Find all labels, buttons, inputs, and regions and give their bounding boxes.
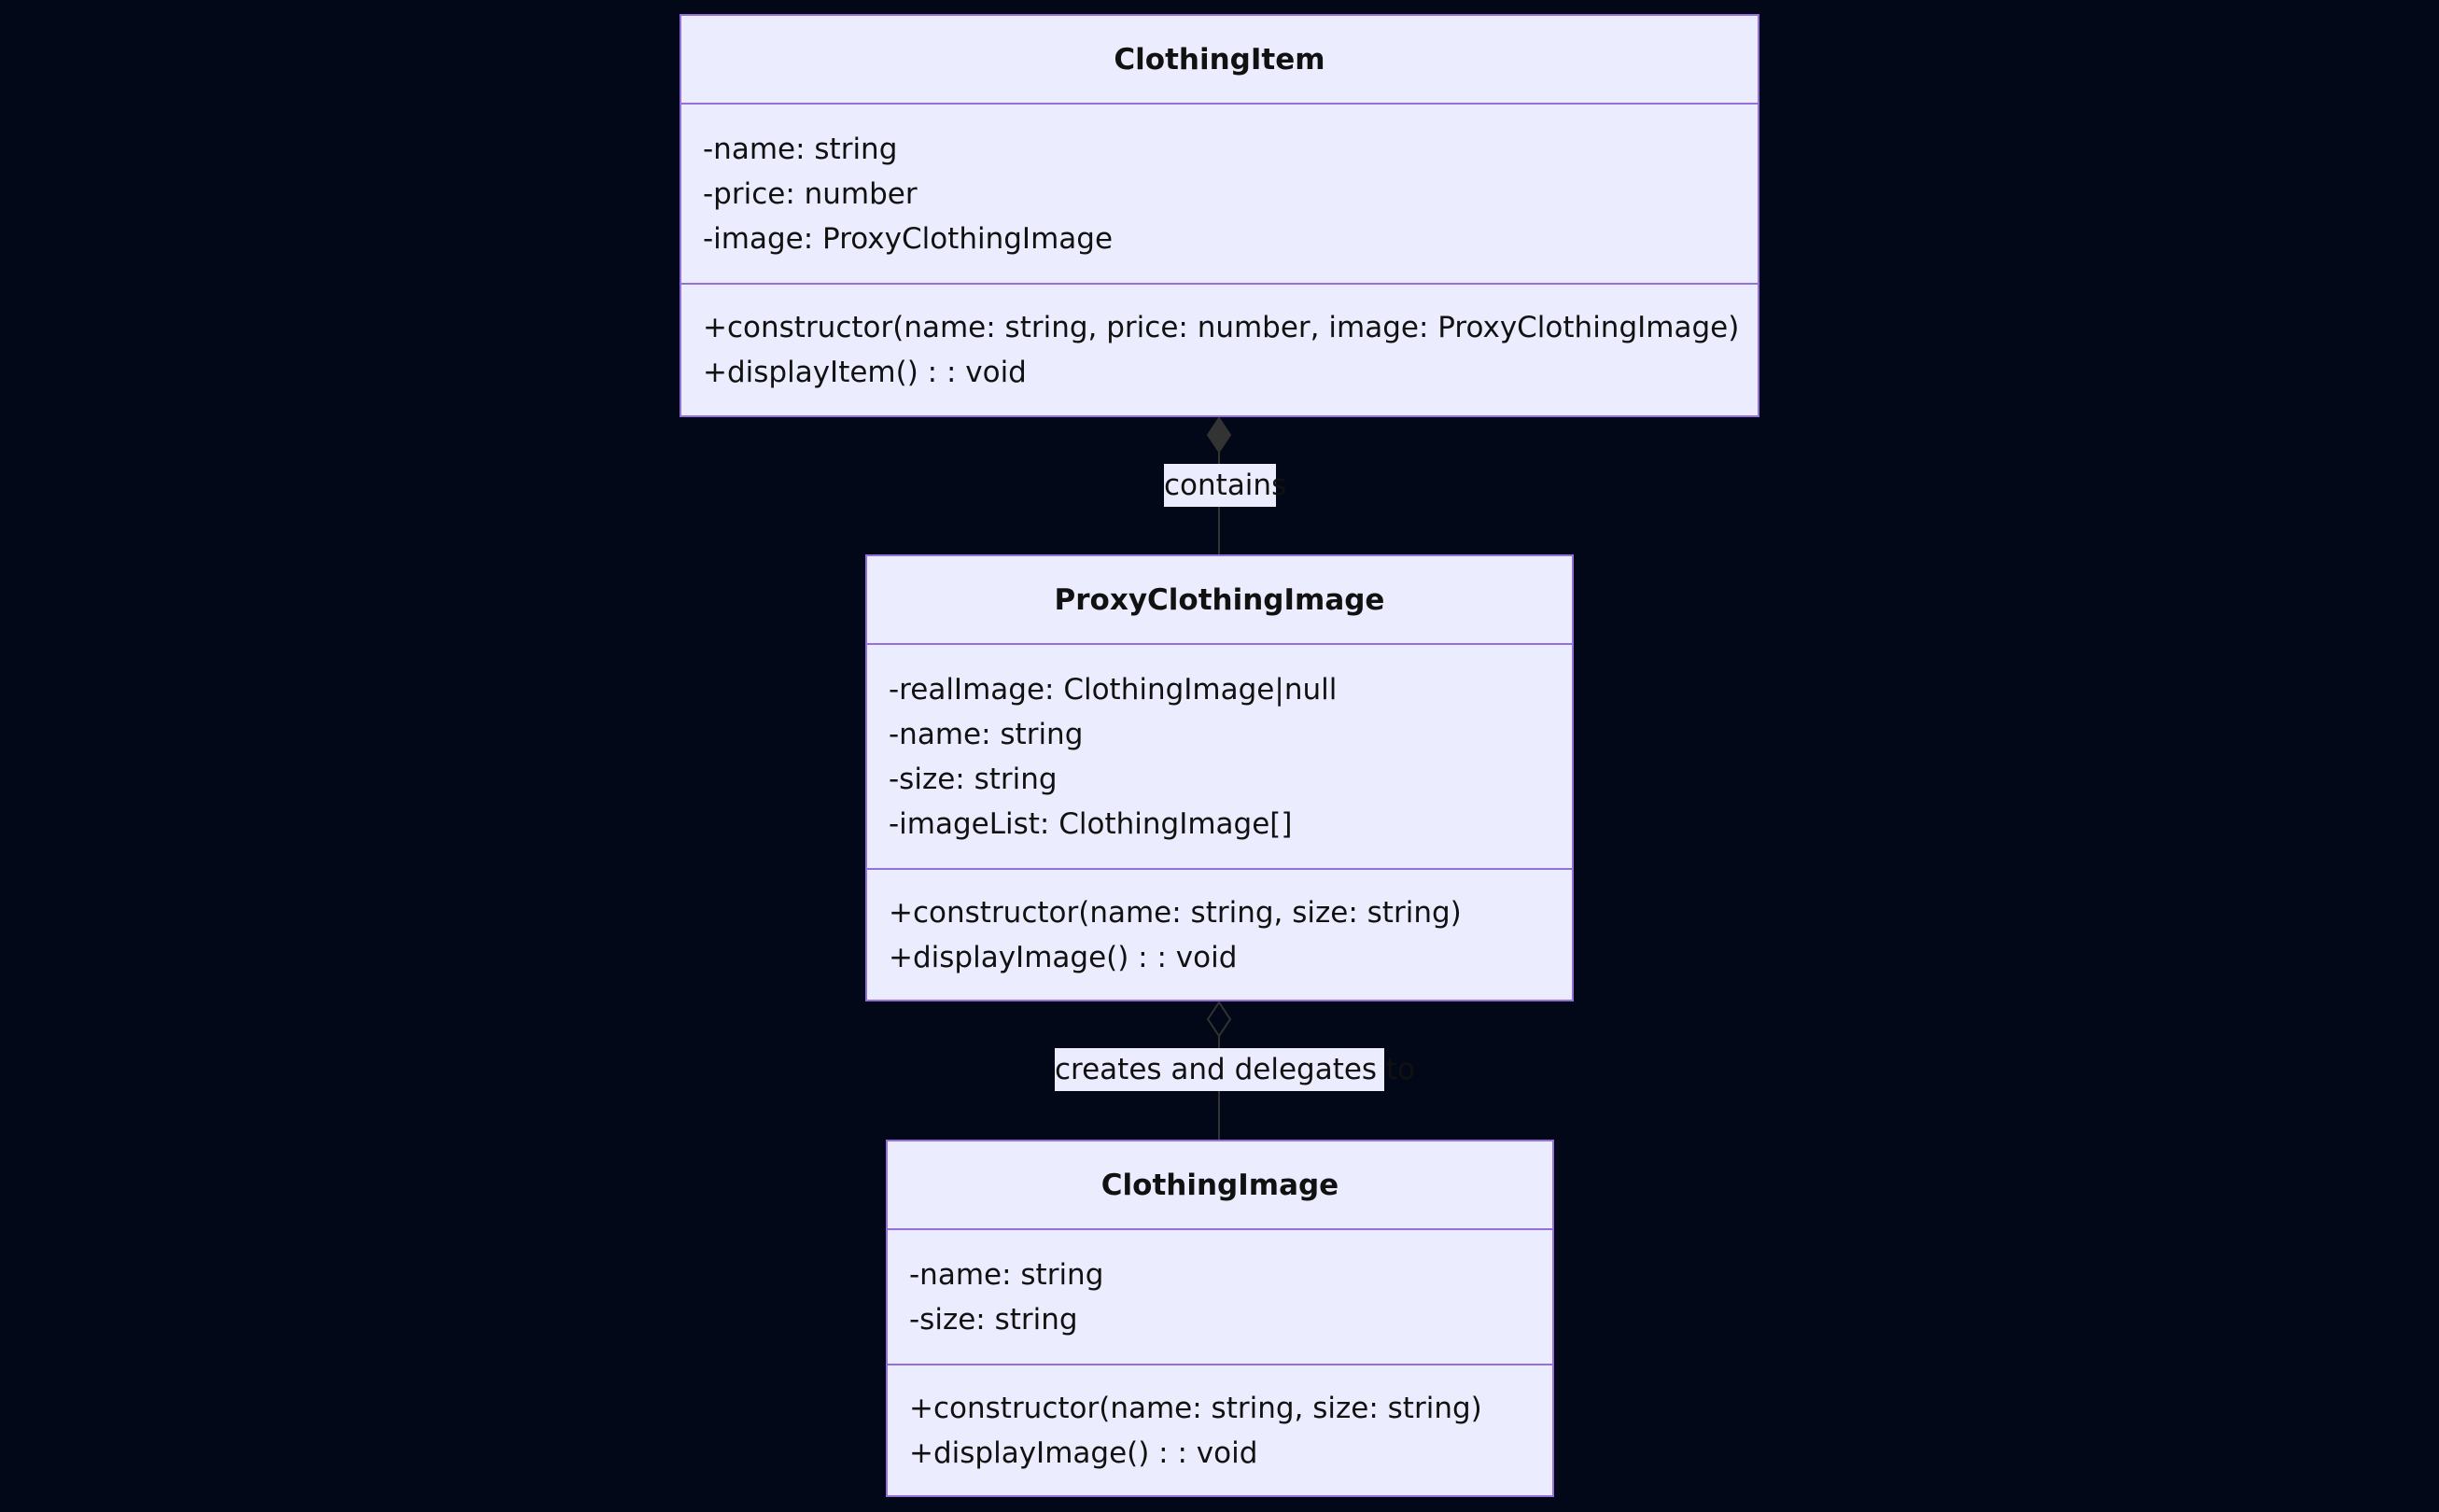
attribute-row: -name: string <box>889 717 1084 751</box>
relation-label-contains: contains <box>1164 464 1286 507</box>
attribute-row: -name: string <box>703 132 898 166</box>
method-row: +displayItem() : : void <box>703 356 1027 389</box>
attribute-row: -imageList: ClothingImage[] <box>889 806 1293 841</box>
attributes-section: -name: string -size: string <box>888 1230 1552 1364</box>
class-clothing-image[interactable]: ClothingImage -name: string -size: strin… <box>886 1140 1554 1497</box>
class-name: ProxyClothingImage <box>867 556 1572 645</box>
methods-section: +constructor(name: string, size: string)… <box>867 868 1572 1000</box>
attributes-section: -realImage: ClothingImage|null -name: st… <box>867 645 1572 868</box>
aggregation-diamond <box>1206 1001 1232 1038</box>
class-name: ClothingImage <box>888 1141 1552 1230</box>
attribute-row: -price: number <box>703 176 918 211</box>
methods-section: +constructor(name: string, size: string)… <box>888 1364 1552 1495</box>
attribute-row: -name: string <box>909 1257 1104 1292</box>
class-proxy-clothing-image[interactable]: ProxyClothingImage -realImage: ClothingI… <box>865 554 1574 1001</box>
method-row: +constructor(name: string, price: number… <box>703 311 1740 344</box>
composition-diamond <box>1206 416 1232 454</box>
attribute-row: -size: string <box>909 1302 1078 1337</box>
method-row: +displayImage() : : void <box>909 1435 1258 1470</box>
method-row: +constructor(name: string, size: string) <box>909 1391 1482 1425</box>
methods-section: +constructor(name: string, price: number… <box>681 283 1758 415</box>
attribute-row: -realImage: ClothingImage|null <box>889 672 1338 707</box>
attribute-row: -size: string <box>889 762 1058 796</box>
class-name: ClothingItem <box>681 16 1758 105</box>
method-row: +constructor(name: string, size: string) <box>889 895 1462 930</box>
class-clothing-item[interactable]: ClothingItem -name: string -price: numbe… <box>680 14 1759 417</box>
relation-label-creates-and-delegates-to: creates and delegates to <box>1055 1048 1415 1091</box>
attributes-section: -name: string -price: number -image: Pro… <box>681 105 1758 283</box>
attribute-row: -image: ProxyClothingImage <box>703 221 1114 256</box>
method-row: +displayImage() : : void <box>889 940 1238 974</box>
